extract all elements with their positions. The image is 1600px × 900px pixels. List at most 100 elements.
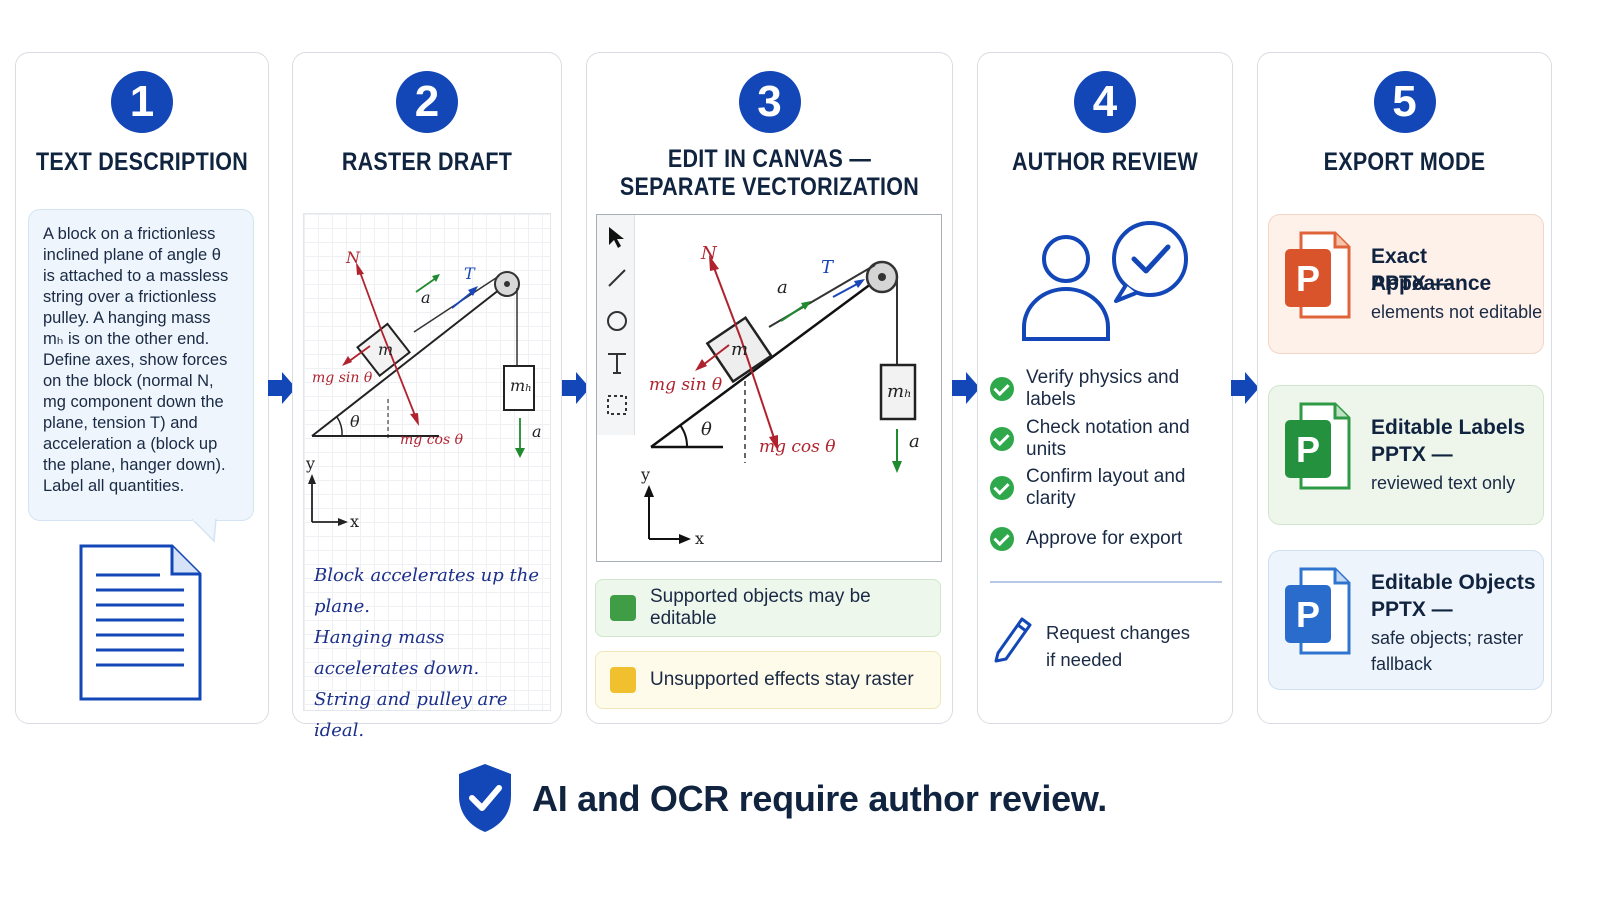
check-icon <box>990 377 1014 401</box>
canvas-label-N[interactable]: N <box>701 243 717 264</box>
step-2-badge: 2 <box>396 71 458 133</box>
step-1-panel: 1 TEXT DESCRIPTION A block on a friction… <box>15 52 269 724</box>
svg-text:P: P <box>1296 429 1320 470</box>
description-line: on the block (normal N, <box>43 372 214 390</box>
export-objects-title: Editable Objects <box>1371 571 1536 594</box>
export-labels-title: Editable Labels <box>1371 416 1526 439</box>
draft-label-mh: mₕ <box>510 376 533 395</box>
draft-incline-diagram <box>308 262 535 526</box>
description-line: A block on a frictionless <box>43 225 216 243</box>
text-tool-icon[interactable] <box>606 351 628 375</box>
check-icon <box>990 527 1014 551</box>
select-tool-icon[interactable] <box>605 393 629 417</box>
description-line: plane, tension T) and <box>43 414 198 432</box>
raster-draft-sheet: N T a m mₕ a mg sin θ mg cos θ θ y x Blo… <box>303 213 551 741</box>
export-objects-sub3: fallback <box>1371 654 1433 674</box>
step-1-badge: 1 <box>111 71 173 133</box>
canvas-label-x[interactable]: x <box>695 529 705 548</box>
review-item: Check notation and units <box>990 417 1232 460</box>
tool-palette <box>597 215 635 435</box>
canvas-label-a[interactable]: a <box>777 277 788 298</box>
export-exact-sub1: PPTX — <box>1371 272 1453 295</box>
draft-label-N: N <box>346 248 360 267</box>
export-option-labels[interactable]: P Editable Labels PPTX — reviewed text o… <box>1268 385 1544 525</box>
description-line: acceleration a (block up <box>43 435 218 453</box>
export-option-objects[interactable]: P Editable Objects PPTX — safe objects; … <box>1268 550 1544 690</box>
arrow-2-to-3 <box>562 372 590 404</box>
draft-note: Block accelerates up the plane. <box>314 565 539 617</box>
step-4-panel: 4 AUTHOR REVIEW Verify physics and label… <box>977 52 1233 724</box>
canvas-label-a2[interactable]: a <box>909 431 920 452</box>
canvas-label-m[interactable]: m <box>731 339 749 360</box>
export-exact-sub2: elements not editable <box>1371 302 1543 322</box>
description-line: the plane, hanger down). <box>43 456 226 474</box>
powerpoint-icon: P <box>1285 402 1351 490</box>
legend-raster-label: Unsupported effects stay raster <box>650 669 914 690</box>
ellipse-tool-icon[interactable] <box>605 309 629 333</box>
draft-label-y: y <box>306 454 316 473</box>
export-objects-sub1: PPTX — <box>1371 598 1453 621</box>
draft-note: Hanging mass accelerates down. <box>314 627 480 679</box>
vector-incline-diagram <box>644 255 917 544</box>
step-2-panel: 2 RASTER DRAFT <box>292 52 562 741</box>
document-icon <box>79 544 202 701</box>
reviewer-approval-icon <box>1022 221 1188 341</box>
legend-yellow-swatch <box>610 667 636 693</box>
arrow-3-to-4 <box>952 372 980 404</box>
export-labels-sub1: PPTX — <box>1371 443 1453 466</box>
canvas-label-mgsin[interactable]: mg sin θ <box>649 375 723 395</box>
description-line: is attached to a massless <box>43 267 229 285</box>
step-5-title: EXPORT MODE <box>1323 148 1486 176</box>
speech-tail <box>192 519 217 543</box>
check-icon <box>990 476 1014 500</box>
powerpoint-icon: P <box>1285 231 1351 319</box>
step-3-title: EDIT IN CANVAS — SEPARATE VECTORIZATION <box>613 145 927 201</box>
export-objects-sub2: safe objects; raster <box>1371 628 1524 648</box>
export-option-exact[interactable]: P Exact Appearance PPTX — elements not e… <box>1268 214 1544 354</box>
svg-text:P: P <box>1296 258 1320 299</box>
description-line: string over a frictionless <box>43 288 217 306</box>
canvas-label-mgcos[interactable]: mg cos θ <box>759 437 836 457</box>
step-2-title: RASTER DRAFT <box>341 148 513 176</box>
line-tool-icon[interactable] <box>606 267 628 289</box>
step-4-badge: 4 <box>1074 71 1136 133</box>
export-exact-title: Exact Appearance <box>1371 245 1492 295</box>
arrow-1-to-2 <box>268 372 296 404</box>
canvas-label-theta[interactable]: θ <box>701 419 712 440</box>
request-changes-text: Request changes if needed <box>1046 622 1190 670</box>
draft-label-theta: θ <box>350 412 360 431</box>
step-4-title: AUTHOR REVIEW <box>1011 148 1199 176</box>
description-line: pulley. A hanging mass <box>43 309 211 327</box>
step-3-panel: 3 EDIT IN CANVAS — SEPARATE VECTORIZATIO… <box>586 52 953 724</box>
legend-green-swatch <box>610 595 636 621</box>
check-icon <box>990 427 1014 451</box>
review-item: Verify physics and labels <box>990 367 1232 410</box>
step-3-badge: 3 <box>738 71 801 133</box>
svg-text:P: P <box>1296 594 1320 635</box>
step-3-title-line2: SEPARATE VECTORIZATION <box>619 173 920 201</box>
draft-label-a2: a <box>532 422 542 441</box>
draft-label-mgsin: mg sin θ <box>312 370 373 386</box>
canvas-label-y[interactable]: y <box>641 465 651 484</box>
canvas-label-T[interactable]: T <box>821 257 834 278</box>
description-line: Label all quantities. <box>43 477 185 495</box>
description-line: mₕ is on the other end. <box>43 330 210 348</box>
legend-raster: Unsupported effects stay raster <box>595 651 941 709</box>
export-labels-sub2: reviewed text only <box>1371 473 1516 493</box>
draft-label-mgcos: mg cos θ <box>400 432 464 448</box>
draft-note: String and pulley are ideal. <box>314 689 508 741</box>
canvas-editor[interactable]: N T a m mₕ a mg sin θ mg cos θ θ y x <box>596 214 942 562</box>
description-line: mg component down the <box>43 393 224 411</box>
review-divider <box>990 581 1222 583</box>
step-1-title: TEXT DESCRIPTION <box>36 148 248 176</box>
canvas-label-mh[interactable]: mₕ <box>887 381 912 402</box>
review-item: Confirm layout and clarity <box>990 466 1232 509</box>
step-5-badge: 5 <box>1373 71 1436 133</box>
legend-editable: Supported objects may be editable <box>595 579 941 637</box>
draft-notes: Block accelerates up the plane. Hanging … <box>314 560 550 746</box>
draft-label-m: m <box>378 340 394 359</box>
pointer-tool-icon[interactable] <box>606 225 626 249</box>
legend-editable-label: Supported objects may be editable <box>650 586 871 629</box>
shield-check-icon <box>459 764 511 832</box>
